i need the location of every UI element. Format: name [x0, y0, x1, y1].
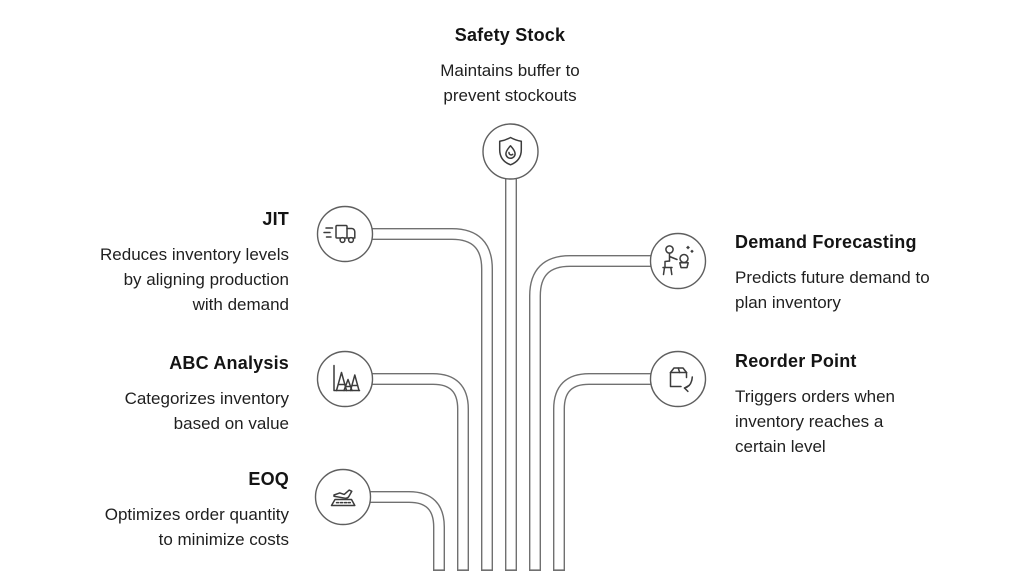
node-text-demand-forecasting: Demand Forecasting Predicts future deman… — [735, 231, 995, 315]
peak-chart-icon — [333, 364, 361, 392]
node-circle-safety-stock — [482, 123, 539, 180]
node-text-jit: JIT Reduces inventory levels by aligning… — [29, 208, 289, 317]
node-desc-demand-forecasting: Predicts future demand to plan inventory — [735, 268, 930, 312]
node-circle-reorder-point — [649, 350, 707, 408]
node-circle-jit — [316, 205, 374, 263]
node-circle-demand-forecasting — [649, 232, 707, 290]
package-return-icon — [669, 367, 694, 393]
delivery-truck-icon — [323, 224, 356, 244]
node-title-abc-analysis: ABC Analysis — [169, 353, 289, 373]
node-text-reorder-point: Reorder Point Triggers orders when inven… — [735, 350, 985, 459]
node-desc-safety-stock: Maintains buffer to prevent stockouts — [440, 61, 580, 105]
shield-flame-icon — [498, 136, 523, 166]
node-circles — [314, 123, 707, 526]
node-title-safety-stock: Safety Stock — [454, 25, 566, 45]
pipe-abc-analysis — [345, 373, 469, 571]
node-desc-abc-analysis: Categorizes inventory based on value — [124, 389, 289, 433]
node-title-jit: JIT — [262, 209, 289, 229]
node-desc-jit: Reduces inventory levels by aligning pro… — [100, 245, 289, 314]
plane-takeoff-icon — [330, 489, 356, 507]
node-circle-abc-analysis — [316, 350, 374, 408]
fortune-teller-icon — [662, 245, 694, 276]
node-text-safety-stock: Safety Stock Maintains buffer to prevent… — [310, 24, 710, 108]
node-circle-eoq — [314, 468, 372, 526]
node-title-demand-forecasting: Demand Forecasting — [735, 232, 917, 252]
node-title-reorder-point: Reorder Point — [735, 351, 857, 371]
connector-pipes — [343, 158, 678, 571]
node-desc-eoq: Optimizes order quantity to minimize cos… — [104, 505, 289, 549]
node-desc-reorder-point: Triggers orders when inventory reaches a… — [735, 387, 895, 456]
node-text-eoq: EOQ Optimizes order quantity to minimize… — [29, 468, 289, 552]
node-title-eoq: EOQ — [248, 469, 289, 489]
pipe-reorder-point — [553, 373, 678, 571]
node-text-abc-analysis: ABC Analysis Categorizes inventory based… — [29, 352, 289, 436]
